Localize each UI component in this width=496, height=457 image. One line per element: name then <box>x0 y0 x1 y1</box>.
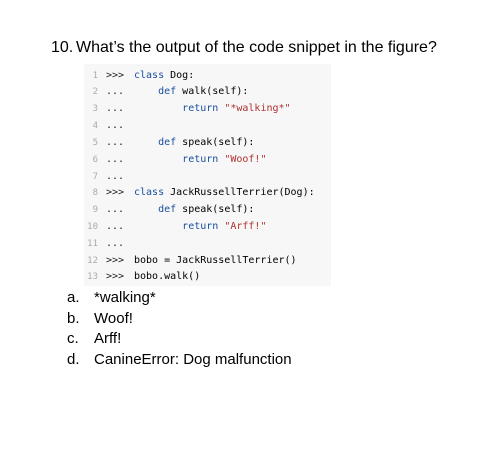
code-snippet: 1>>>class Dog:2... def walk(self):3... r… <box>84 64 331 286</box>
code-prompt: ... <box>106 238 125 249</box>
code-line: 8 >>> class JackRussellTerrier(Dog): <box>84 185 331 201</box>
line-number: 7 <box>92 172 98 182</box>
code-prompt: ... <box>106 204 125 215</box>
line-number: 10 <box>87 222 98 232</box>
code-line: 9... def speak(self): <box>84 202 331 218</box>
line-number: 4 <box>92 121 98 131</box>
option-text: *walking* <box>94 289 156 306</box>
code-text: def walk(self): <box>158 86 249 97</box>
code-prompt: ... <box>106 103 125 114</box>
code-prompt: ... <box>106 221 125 232</box>
code-line: 2... def walk(self): <box>84 84 331 100</box>
option-text: CanineError: Dog malfunction <box>94 350 292 368</box>
code-line: 7... <box>84 169 331 185</box>
code-prompt: ... <box>106 120 125 131</box>
question-text: What’s the output of the code snippet in… <box>76 39 437 56</box>
option-text: Arff! <box>94 330 122 347</box>
line-number: 6 <box>92 155 98 165</box>
option-letter: a. <box>67 289 80 306</box>
line-number: 12 <box>87 256 98 266</box>
answer-options: a. *walking* b. Woof! c. Arff! d. CanineError: … <box>67 288 292 370</box>
code-text: return "*walking*" <box>182 103 291 114</box>
code-text: return "Woof!" <box>182 154 267 165</box>
code-prompt: >>> <box>106 255 125 266</box>
code-line: 12 >>> bobo = JackRussellTerrier() <box>84 253 331 269</box>
option-letter: b. <box>67 309 80 327</box>
answer-option: c. Arff! <box>67 329 292 350</box>
code-line: 1 >>> class Dog: <box>84 68 331 84</box>
code-text: return "Arff!" <box>182 221 267 232</box>
code-text: class JackRussellTerrier(Dog): <box>134 187 315 198</box>
code-prompt: ... <box>106 137 125 148</box>
answer-option: b. Woof! <box>67 309 292 330</box>
code-line: 11... <box>84 236 331 252</box>
code-text: def speak(self): <box>158 137 255 148</box>
code-line: 10... return "Arff!" <box>84 219 331 235</box>
option-text: Woof! <box>94 309 133 327</box>
code-text: def speak(self): <box>158 204 255 215</box>
code-prompt: >>> <box>106 70 125 81</box>
code-prompt: ... <box>106 86 125 97</box>
line-number: 9 <box>92 205 98 215</box>
code-line: 3... return "*walking*" <box>84 101 331 117</box>
code-line: 5... def speak(self): <box>84 135 331 151</box>
line-number: 2 <box>92 87 98 97</box>
answer-option: a. *walking* <box>67 288 292 309</box>
line-number: 13 <box>87 272 98 282</box>
line-number: 8 <box>92 188 98 198</box>
answer-option: d. CanineError: Dog malfunction <box>67 350 292 371</box>
question-number: 10. <box>51 39 74 56</box>
code-prompt: >>> <box>106 271 125 282</box>
line-number: 11 <box>87 239 98 249</box>
code-text: class Dog: <box>134 70 195 81</box>
option-letter: d. <box>67 350 80 368</box>
option-letter: c. <box>67 330 79 347</box>
code-text: bobo.walk() <box>134 271 201 282</box>
code-line: 13 >>> bobo.walk() <box>84 269 331 285</box>
code-text: bobo = JackRussellTerrier() <box>134 255 297 266</box>
code-prompt: >>> <box>106 187 125 198</box>
code-prompt: ... <box>106 154 125 165</box>
question: 10.What’s the output of the code snippet… <box>51 38 437 58</box>
code-prompt: ... <box>106 171 125 182</box>
code-line: 4... <box>84 118 331 134</box>
line-number: 3 <box>92 104 98 114</box>
line-number: 5 <box>92 138 98 148</box>
line-number: 1 <box>92 71 98 81</box>
code-line: 6... return "Woof!" <box>84 152 331 168</box>
